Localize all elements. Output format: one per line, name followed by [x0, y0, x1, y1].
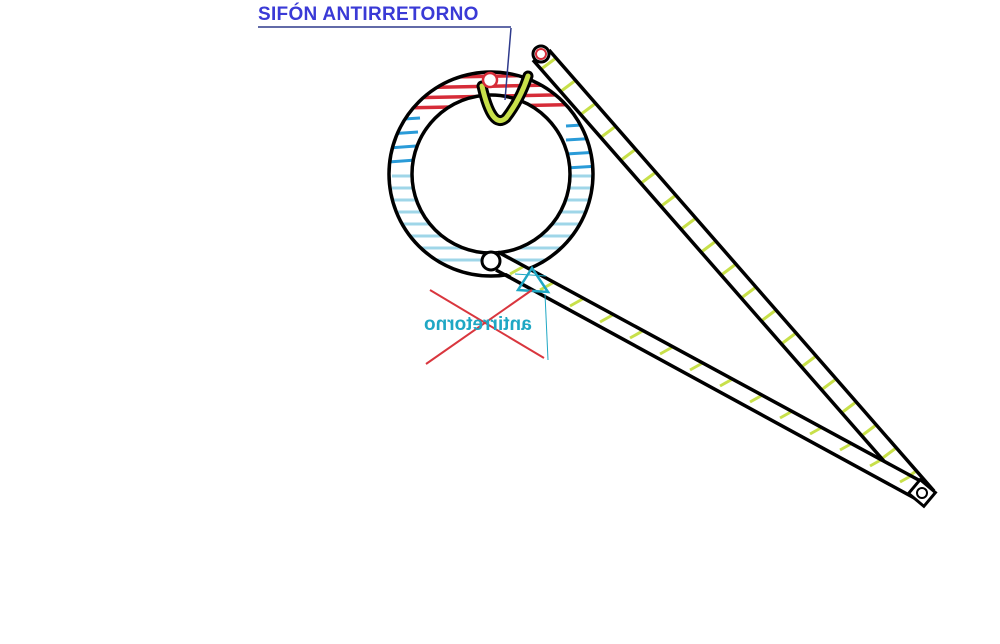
cross-line-1: [429, 289, 545, 359]
siphon-leader-line: [504, 27, 512, 101]
cold-pipe: [490, 250, 927, 502]
cross-line-2: [425, 289, 533, 365]
hot-pipe: [531, 48, 936, 502]
check-valve-label: antirretorno: [424, 314, 532, 335]
check-valve-triangle: [515, 265, 551, 294]
collector-joint: [906, 477, 938, 509]
tank-bottom-joint: [480, 250, 502, 272]
pipe-joints: [480, 44, 938, 509]
siphon-loop: [258, 26, 534, 126]
check-valve-crossed-out: [425, 265, 551, 365]
siphon-label: SIFÓN ANTIRRETORNO: [258, 4, 479, 25]
